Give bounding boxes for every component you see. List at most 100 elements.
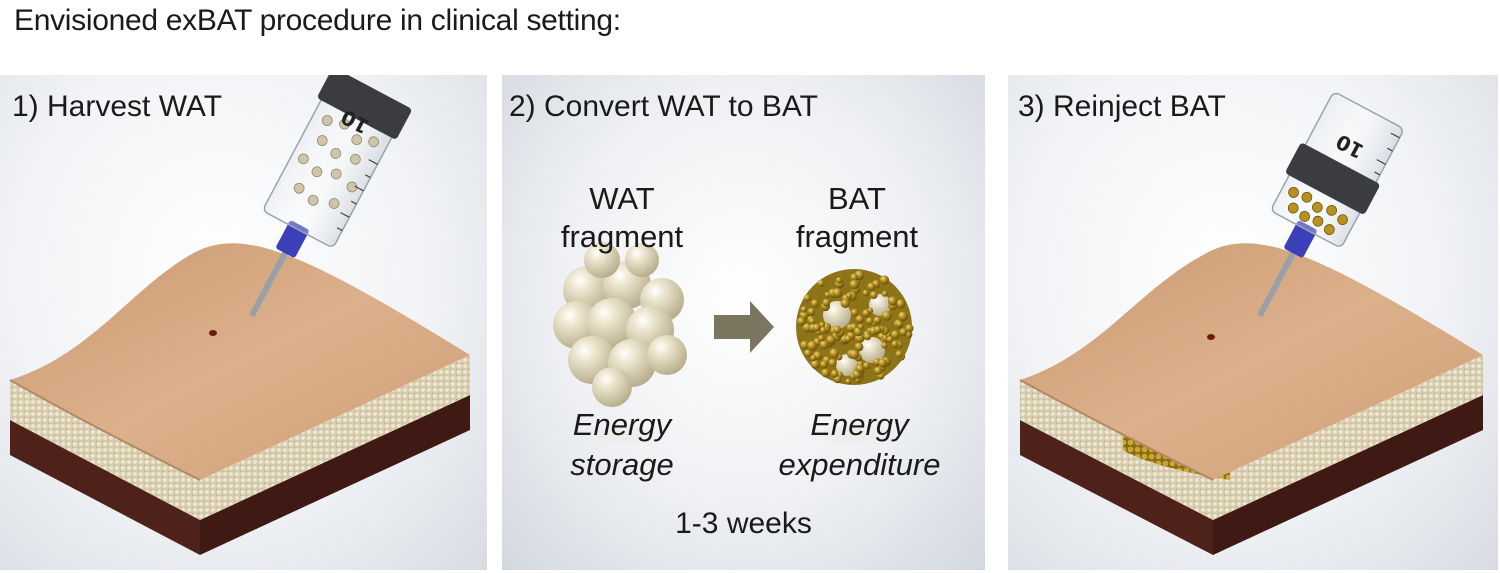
bat-droplet [820, 360, 828, 369]
bat-droplet [874, 326, 882, 334]
bat-droplet [835, 277, 843, 284]
figure-title: Envisioned exBAT procedure in clinical s… [14, 4, 621, 37]
step-3-label: 3) Reinject BAT [1018, 90, 1226, 123]
syringe-plunger [1286, 143, 1380, 214]
bat-role-line1: Energy [810, 407, 909, 442]
bat-role-line2: expenditure [778, 447, 941, 482]
skin-surface [1020, 243, 1483, 480]
bat-droplet [890, 330, 900, 340]
bat-droplet [810, 354, 817, 362]
bat-droplet [819, 326, 827, 334]
syringe-scale [1374, 132, 1400, 176]
wat-role-label: Energy storage [547, 405, 697, 485]
bat-droplet [808, 317, 816, 325]
bat-droplet [844, 335, 852, 343]
panel-convert: 2) Convert WAT to BAT WAT fragment BAT f… [502, 75, 985, 570]
fat-layer-left [10, 380, 200, 520]
bat-droplet [811, 299, 819, 308]
bat-droplet [888, 296, 898, 306]
fat-layer-right [1213, 355, 1483, 520]
bat-droplet [905, 324, 914, 333]
bat-role-label: Energy expenditure [772, 405, 947, 485]
wat-fragments-in-syringe [293, 115, 380, 209]
reinject-illustration: 10 [1019, 92, 1483, 555]
bat-droplet [849, 349, 860, 360]
syringe: 10 [248, 75, 412, 318]
fat-layer-left [1020, 380, 1213, 520]
bat-droplet [826, 335, 836, 345]
bat-droplet [807, 341, 818, 351]
bat-droplet [818, 335, 825, 342]
bat-droplet [862, 362, 871, 370]
bat-droplet [886, 336, 894, 343]
bat-fragment-name: BAT [828, 181, 886, 216]
wat-role-line1: Energy [572, 407, 672, 442]
bat-droplet [828, 358, 837, 367]
bat-droplet [866, 317, 874, 325]
wat-fragment-cluster [553, 242, 687, 407]
bat-droplet [800, 340, 809, 350]
bat-droplet [878, 358, 888, 368]
bat-droplet [867, 282, 876, 291]
wat-fragment-label: WAT fragment [557, 180, 687, 256]
bat-droplet [845, 378, 852, 385]
muscle-layer-left [10, 420, 200, 555]
bat-droplet [898, 311, 908, 322]
bat-droplet [862, 309, 871, 318]
syringe-plunger [318, 75, 412, 139]
bat-droplet [803, 294, 811, 302]
panel-reinject-bat: 10 3) Reinject BAT [1008, 75, 1498, 570]
panel-harvest-wat: 10 1) Harvest WAT [0, 75, 487, 570]
bat-fragment-word: fragment [795, 219, 919, 254]
wat-role-line2: storage [570, 447, 674, 482]
bat-droplet [873, 316, 882, 325]
syringe: 10 [1256, 92, 1403, 318]
bat-droplet [881, 311, 892, 321]
wat-fragment-name: WAT [589, 181, 655, 216]
bat-droplet [819, 340, 829, 350]
bat-droplet [807, 307, 816, 316]
skin-surface [10, 243, 470, 480]
bat-droplet [832, 288, 843, 298]
bat-droplet [855, 315, 864, 324]
bat-droplet [840, 299, 850, 308]
bat-droplet [802, 323, 812, 333]
bat-droplet [854, 342, 864, 352]
bat-droplet [895, 350, 903, 358]
bat-droplet [879, 275, 890, 285]
wat-fragment-word: fragment [560, 219, 684, 254]
puncture-site [209, 330, 217, 336]
step-1-label: 1) Harvest WAT [12, 90, 223, 123]
bat-droplet [804, 349, 813, 358]
bat-droplet [869, 291, 878, 299]
bat-droplet [857, 323, 864, 330]
bat-droplet [849, 279, 860, 290]
bat-droplet [855, 364, 865, 373]
syringe-scale [336, 159, 378, 232]
needle [1256, 248, 1298, 318]
bat-droplet [822, 298, 831, 307]
bat-droplet [862, 289, 869, 297]
needle [248, 248, 290, 318]
bat-droplet [850, 273, 859, 282]
bat-droplet [797, 317, 806, 326]
bat-droplet [896, 321, 903, 328]
bat-droplet [812, 323, 821, 332]
puncture-site [1207, 334, 1215, 340]
bat-droplet [874, 366, 883, 375]
muscle-layer-right [200, 395, 470, 555]
bat-droplet [845, 292, 853, 299]
bat-droplet [863, 333, 872, 341]
harvest-illustration: 10 [9, 75, 470, 555]
bat-fragments-in-syringe [1287, 187, 1348, 235]
muscle-layer-left [1020, 420, 1213, 555]
fat-layer-right [200, 355, 470, 520]
duration-label: 1-3 weeks [675, 507, 812, 540]
bat-fragment-cluster [796, 269, 914, 385]
bat-droplet [830, 369, 839, 378]
bat-fragment-label: BAT fragment [792, 180, 922, 256]
bat-droplet [810, 359, 820, 369]
bat-droplet [881, 342, 888, 349]
bat-droplet [881, 290, 888, 297]
conversion-illustration [553, 242, 914, 447]
